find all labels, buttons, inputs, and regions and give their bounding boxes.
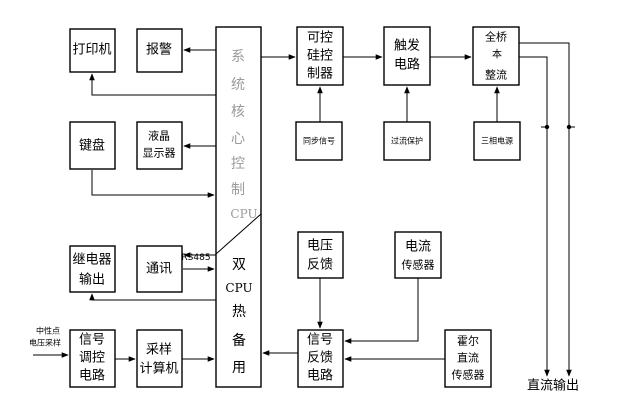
keyboard-label: 键盘 bbox=[79, 138, 105, 154]
lcd-label-line-2: 显示器 bbox=[143, 147, 176, 160]
signal-feedback-line-3: 电路 bbox=[307, 368, 333, 384]
cpu-divider-line bbox=[215, 213, 262, 255]
scr-controller-block: 可控 硅控 制器 bbox=[296, 26, 344, 86]
cpu-core-block: 系 统 核 心 控 制 CPU bbox=[215, 26, 262, 388]
hall-sensor-line-2: 直流 bbox=[457, 351, 479, 365]
sampling-computer-block: 采样 计算机 bbox=[136, 329, 183, 388]
dual-cpu-backup-label: 双 CPU 热 备 用 bbox=[225, 257, 252, 376]
voltage-feedback-line-1: 电压 bbox=[307, 239, 333, 254]
cpu-core-char-1: 系 bbox=[231, 49, 245, 65]
rs485-label: RS485 bbox=[181, 253, 210, 263]
signal-feedback-line-1: 信号 bbox=[307, 333, 333, 348]
scr-controller-line-2: 硅控 bbox=[307, 49, 333, 64]
three-phase-label: 三相电源 bbox=[481, 136, 513, 146]
scr-controller-line-3: 制器 bbox=[307, 67, 333, 82]
cpu-core-char-2: 统 bbox=[231, 77, 245, 93]
sampling-label-line-1: 采样 bbox=[146, 343, 172, 358]
sampling-label-line-2: 计算机 bbox=[139, 362, 178, 377]
bridge-rectifier-block: 全桥 本 整流 bbox=[472, 26, 520, 86]
three-phase-block: 三相电源 bbox=[473, 121, 521, 161]
overcurrent-label: 过流保护 bbox=[391, 136, 423, 146]
bridge-line-2: 本 bbox=[492, 48, 502, 61]
printer-block: 打印机 bbox=[69, 28, 116, 73]
input-signal-label-line-1: 中性点 bbox=[36, 326, 60, 336]
dual-cpu-char-1: 双 bbox=[232, 257, 246, 273]
dual-cpu-char-4: 备 bbox=[232, 332, 246, 349]
dual-cpu-char-5: 用 bbox=[232, 360, 246, 376]
input-signal-label-line-2: 电压采样 bbox=[29, 338, 61, 348]
current-sensor-block: 电流 传感器 bbox=[394, 231, 442, 279]
wire-bridge-to-dc-output-pos bbox=[519, 42, 572, 377]
connections bbox=[33, 42, 575, 377]
relay-label-line-2: 输出 bbox=[79, 272, 105, 288]
lcd-block: 液晶 显示器 bbox=[136, 121, 183, 170]
sync-signal-label: 同步信号 bbox=[303, 136, 335, 146]
wire-cpu-to-printer bbox=[89, 73, 216, 96]
keyboard-block: 键盘 bbox=[69, 121, 116, 170]
relay-output-block: 继电器 输出 bbox=[69, 245, 116, 293]
trigger-line-2: 电路 bbox=[394, 57, 420, 73]
sync-signal-block: 同步信号 bbox=[295, 121, 343, 161]
wire-bridge-to-dc-output-neg bbox=[519, 56, 550, 377]
printer-label: 打印机 bbox=[72, 43, 111, 58]
scr-controller-line-1: 可控 bbox=[307, 31, 333, 46]
relay-label-line-1: 继电器 bbox=[72, 253, 111, 268]
cpu-core-char-6: 制 bbox=[231, 182, 245, 198]
bridge-line-3: 整流 bbox=[485, 68, 507, 82]
signal-conditioning-line-2: 调控 bbox=[79, 351, 105, 366]
bridge-line-1: 全桥 bbox=[485, 30, 507, 44]
hall-sensor-line-3: 传感器 bbox=[452, 369, 485, 382]
overcurrent-block: 过流保护 bbox=[383, 121, 431, 161]
hall-sensor-block: 霍尔 直流 传感器 bbox=[444, 329, 492, 388]
wire-current-to-feedback bbox=[344, 278, 419, 344]
signal-conditioning-block: 信号 调控 电路 bbox=[69, 329, 116, 388]
voltage-feedback-block: 电压 反馈 bbox=[297, 231, 344, 279]
dc-output-label: 直流输出 bbox=[527, 378, 579, 394]
lcd-label-line-1: 液晶 bbox=[148, 129, 170, 143]
junction-dot-2 bbox=[566, 124, 572, 130]
dual-cpu-char-2: CPU bbox=[225, 281, 252, 295]
trigger-line-1: 触发 bbox=[394, 38, 420, 54]
voltage-feedback-line-2: 反馈 bbox=[307, 258, 333, 273]
signal-feedback-block: 信号 反馈 电路 bbox=[297, 329, 344, 388]
alarm-label: 报警 bbox=[146, 42, 172, 58]
alarm-block: 报警 bbox=[136, 28, 183, 73]
wire-cpu-to-relay bbox=[89, 293, 216, 301]
current-sensor-line-1: 电流 bbox=[405, 240, 431, 255]
junction-dot-1 bbox=[544, 124, 550, 130]
signal-conditioning-line-1: 信号 bbox=[79, 333, 105, 348]
trigger-circuit-block: 触发 电路 bbox=[383, 26, 431, 86]
cpu-core-char-5: 控 bbox=[231, 156, 245, 172]
cpu-core-char-7: CPU bbox=[230, 207, 257, 221]
current-sensor-line-2: 传感器 bbox=[402, 259, 435, 272]
cpu-core-char-3: 核 bbox=[231, 104, 245, 120]
dual-cpu-char-3: 热 bbox=[232, 304, 246, 320]
signal-feedback-line-2: 反馈 bbox=[307, 351, 333, 366]
comm-label: 通讯 bbox=[146, 262, 172, 277]
signal-conditioning-line-3: 电路 bbox=[79, 368, 105, 384]
hall-sensor-line-1: 霍尔 bbox=[457, 335, 479, 348]
cpu-core-char-4: 心 bbox=[231, 131, 245, 147]
comm-block: 通讯 bbox=[136, 245, 183, 293]
wire-keyboard-to-cpu bbox=[91, 170, 215, 198]
